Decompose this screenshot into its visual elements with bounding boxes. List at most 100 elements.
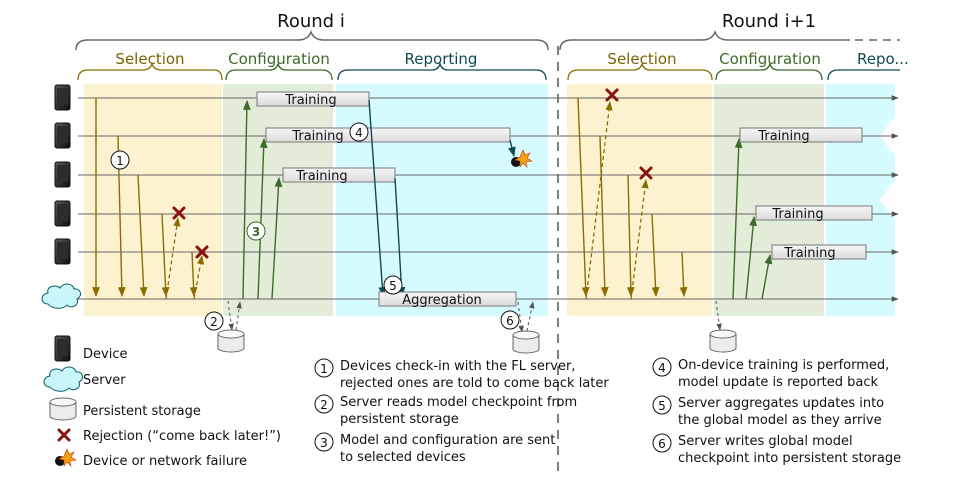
device-icon: [54, 335, 71, 362]
storage-icon: [709, 329, 737, 353]
svg-text:3: 3: [320, 436, 328, 450]
legend-rejection-label: Rejection (“come back later!”): [83, 429, 281, 444]
legend-server-label: Server: [83, 373, 126, 388]
step-marker-3: 3: [246, 221, 266, 241]
configuration-phase-bg-round-i1: [714, 84, 824, 316]
configuration-arrows-round-i1: [732, 138, 773, 300]
training-box-label: Training: [783, 246, 835, 261]
step-marker-2: 2: [204, 311, 224, 331]
note-1-line-2: rejected ones are told to come back late…: [340, 376, 609, 391]
round-i1-brace: [559, 29, 850, 51]
aggregation-box: [378, 291, 517, 307]
legend-storage-label: Persistent storage: [83, 404, 201, 419]
note-2-line-1: Server reads model checkpoint from: [340, 395, 577, 410]
note-3: 3 Model and configuration are sent to se…: [314, 432, 555, 465]
svg-text:6: 6: [506, 314, 514, 328]
training-box-label: Training: [757, 129, 809, 144]
reporting-brace-round-i: [337, 61, 547, 81]
round-i-brace: [75, 29, 549, 51]
selection-brace-round-i: [77, 61, 223, 81]
note-4-line-2: model update is reported back: [678, 375, 879, 390]
rejection-icon: [172, 206, 186, 220]
svg-text:5: 5: [658, 399, 666, 413]
svg-text:4: 4: [658, 361, 666, 375]
training-box-label: Training: [295, 169, 347, 184]
storage-icon: [217, 329, 245, 353]
configuration-brace-round-i1: [715, 61, 823, 81]
configuration-brace-round-i: [225, 61, 333, 81]
device-icon: [54, 238, 71, 265]
reporting-phase-bg-round-i1: [826, 84, 895, 316]
training-box-device-5-round-i1: [771, 244, 867, 260]
device-icon: [54, 84, 71, 111]
legend: Device Server Persistent storage Rejecti…: [43, 335, 281, 469]
selection-label-round-i: Selection: [115, 50, 184, 68]
round-i-label: Round i: [277, 11, 345, 32]
note-6-line-1: Server writes global model: [678, 434, 853, 449]
rejection-reply-arrows-round-i1: [585, 101, 649, 300]
selection-phase-bg-round-i: [84, 84, 222, 316]
note-5: 5 Server aggregates updates into the glo…: [652, 395, 884, 428]
note-4: 4 On-device training is performed, model…: [652, 357, 889, 390]
note-1-line-1: Devices check-in with the FL server,: [340, 359, 575, 374]
note-5-line-1: Server aggregates updates into: [678, 396, 884, 411]
step-marker-6: 6: [500, 310, 520, 330]
legend-failure-label: Device or network failure: [83, 454, 247, 469]
server-cloud-icon: [43, 366, 84, 392]
failure-icon: [511, 149, 533, 168]
svg-text:4: 4: [355, 126, 363, 140]
selection-label-round-i1: Selection: [607, 50, 676, 68]
storage-icon: [512, 330, 540, 354]
training-box-device-3: [282, 167, 396, 183]
note-3-line-2: to selected devices: [340, 450, 466, 465]
svg-text:5: 5: [389, 279, 397, 293]
configuration-label-round-i1: Configuration: [719, 50, 821, 68]
step-marker-5: 5: [383, 275, 403, 295]
training-box-device-4-round-i1: [755, 205, 873, 221]
device-icon: [54, 161, 71, 188]
checkpoint-read-arrows-round-i1: [715, 300, 722, 331]
configuration-label-round-i: Configuration: [228, 50, 330, 68]
failure-icon: [55, 448, 77, 467]
note-2-line-2: persistent storage: [340, 412, 459, 427]
svg-text:2: 2: [210, 315, 218, 329]
checkpoint-read-arrows-round-i: [227, 300, 242, 331]
note-3-line-1: Model and configuration are sent: [340, 433, 555, 448]
reporting-label-round-i: Reporting: [405, 50, 478, 68]
note-2: 2 Server reads model checkpoint from per…: [314, 394, 577, 427]
svg-text:3: 3: [252, 225, 260, 239]
step-marker-4: 4: [349, 122, 369, 142]
server-cloud-icon: [41, 283, 82, 309]
svg-text:6: 6: [658, 437, 666, 451]
training-box-label: Training: [284, 93, 336, 108]
checkpoint-write-arrows-round-i: [517, 301, 535, 333]
note-4-line-1: On-device training is performed,: [678, 358, 889, 373]
rejection-icon: [639, 166, 653, 180]
report-arrows-round-i: [368, 99, 516, 297]
training-box-device-2: [265, 127, 511, 143]
device-icons-column: [54, 84, 71, 265]
reporting-label-round-i1: Repo...: [857, 50, 909, 68]
legend-device-label: Device: [83, 347, 127, 362]
selection-brace-round-i1: [567, 61, 713, 81]
selection-checkin-arrows-round-i1: [577, 97, 688, 297]
training-box-device-1: [256, 91, 370, 107]
step-marker-1: 1: [110, 150, 130, 170]
training-box-device-2-round-i1: [739, 127, 863, 143]
aggregation-box-label: Aggregation: [402, 293, 482, 308]
training-box-label: Training: [291, 129, 343, 144]
note-6: 6 Server writes global model checkpoint …: [652, 433, 901, 466]
svg-text:2: 2: [320, 398, 328, 412]
rejection-icon: [57, 428, 71, 442]
device-icon: [54, 122, 71, 149]
rejection-reply-arrows-round-i: [165, 217, 205, 300]
reporting-brace-round-i1: [827, 69, 900, 81]
reporting-phase-bg-round-i: [336, 84, 548, 316]
configuration-arrows-round-i: [242, 100, 283, 300]
note-5-line-2: the global model as they arrive: [678, 413, 882, 428]
storage-icon: [49, 397, 77, 421]
rejection-icon: [605, 88, 619, 102]
training-box-label: Training: [771, 207, 823, 222]
round-i1-label: Round i+1: [722, 11, 816, 32]
note-1: 1 Devices check-in with the FL server, r…: [314, 358, 609, 391]
